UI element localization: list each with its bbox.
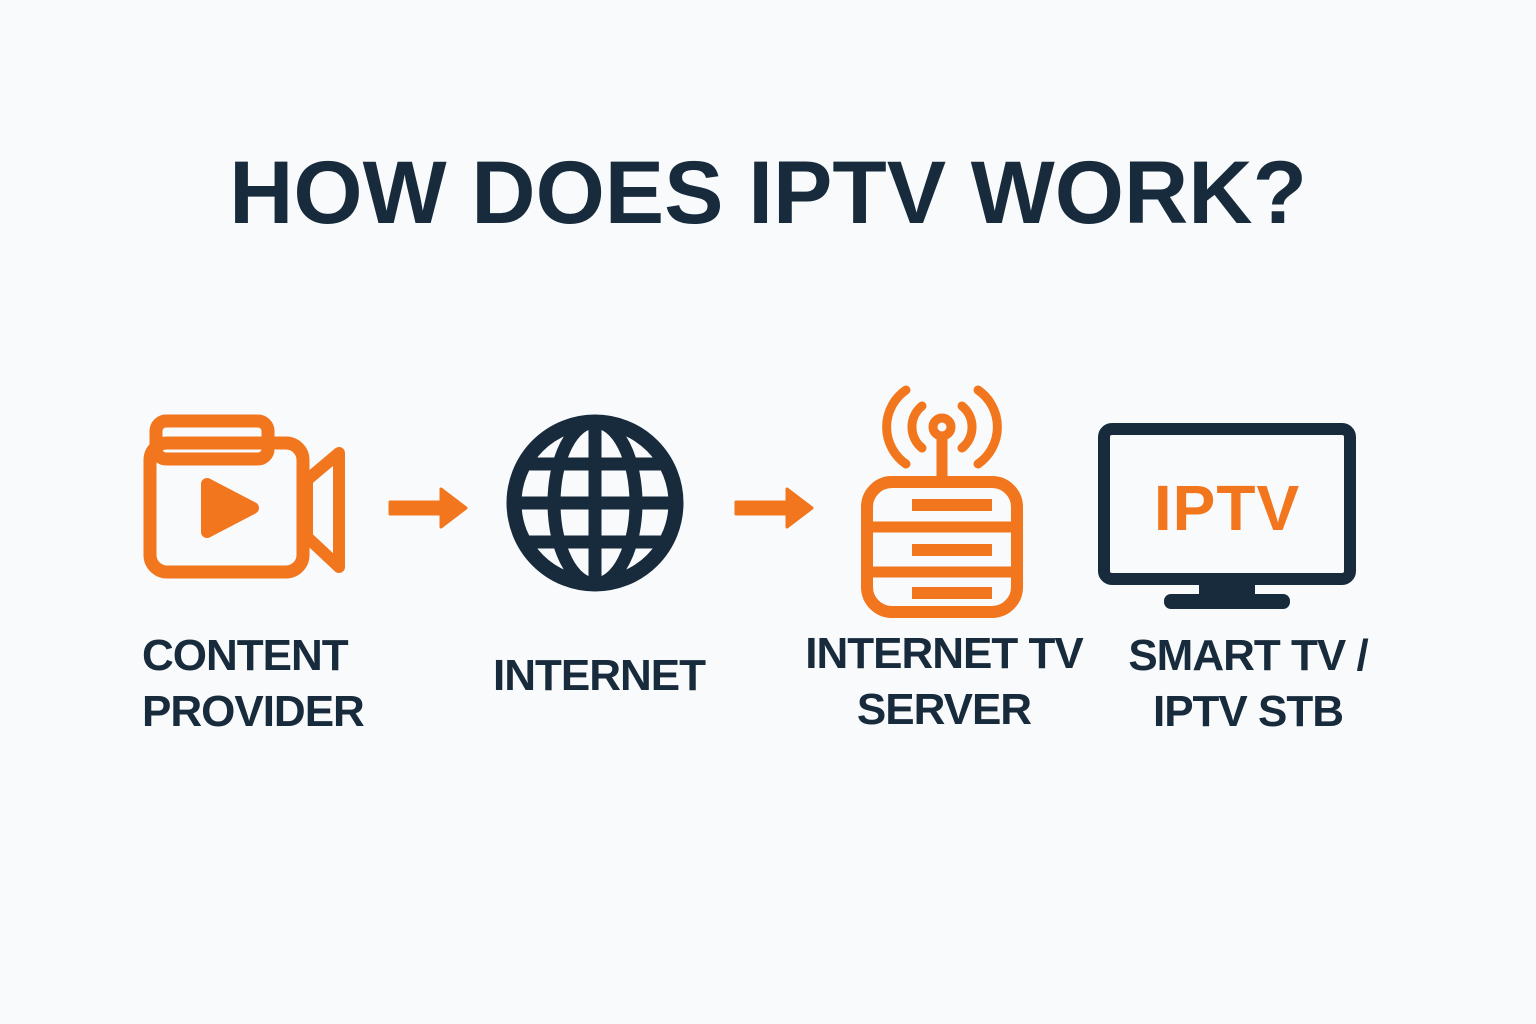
- label-content-provider: CONTENT PROVIDER: [142, 628, 365, 740]
- label-line: INTERNET TV: [805, 629, 1083, 678]
- tv-screen-text: IPTV: [1154, 472, 1300, 544]
- label-line: IPTV STB: [1152, 687, 1344, 736]
- globe-icon: [500, 408, 690, 598]
- label-line: SERVER: [856, 685, 1032, 734]
- label-line: SMART TV /: [1128, 631, 1368, 680]
- page-title: HOW DOES IPTV WORK?: [229, 142, 1307, 242]
- label-internet-tv-server: INTERNET TV SERVER: [805, 626, 1083, 738]
- right-arrow-icon: [734, 486, 816, 530]
- right-arrow-icon: [388, 486, 470, 530]
- server-antenna-icon: [860, 385, 1024, 620]
- label-smart-tv-iptv-stb: SMART TV / IPTV STB: [1128, 628, 1368, 740]
- label-line: PROVIDER: [142, 687, 365, 736]
- video-camera-icon: [143, 412, 348, 579]
- label-line: INTERNET: [493, 651, 706, 700]
- label-line: CONTENT: [142, 631, 349, 680]
- smart-tv-icon: IPTV: [1098, 423, 1356, 609]
- label-internet: INTERNET: [493, 648, 706, 704]
